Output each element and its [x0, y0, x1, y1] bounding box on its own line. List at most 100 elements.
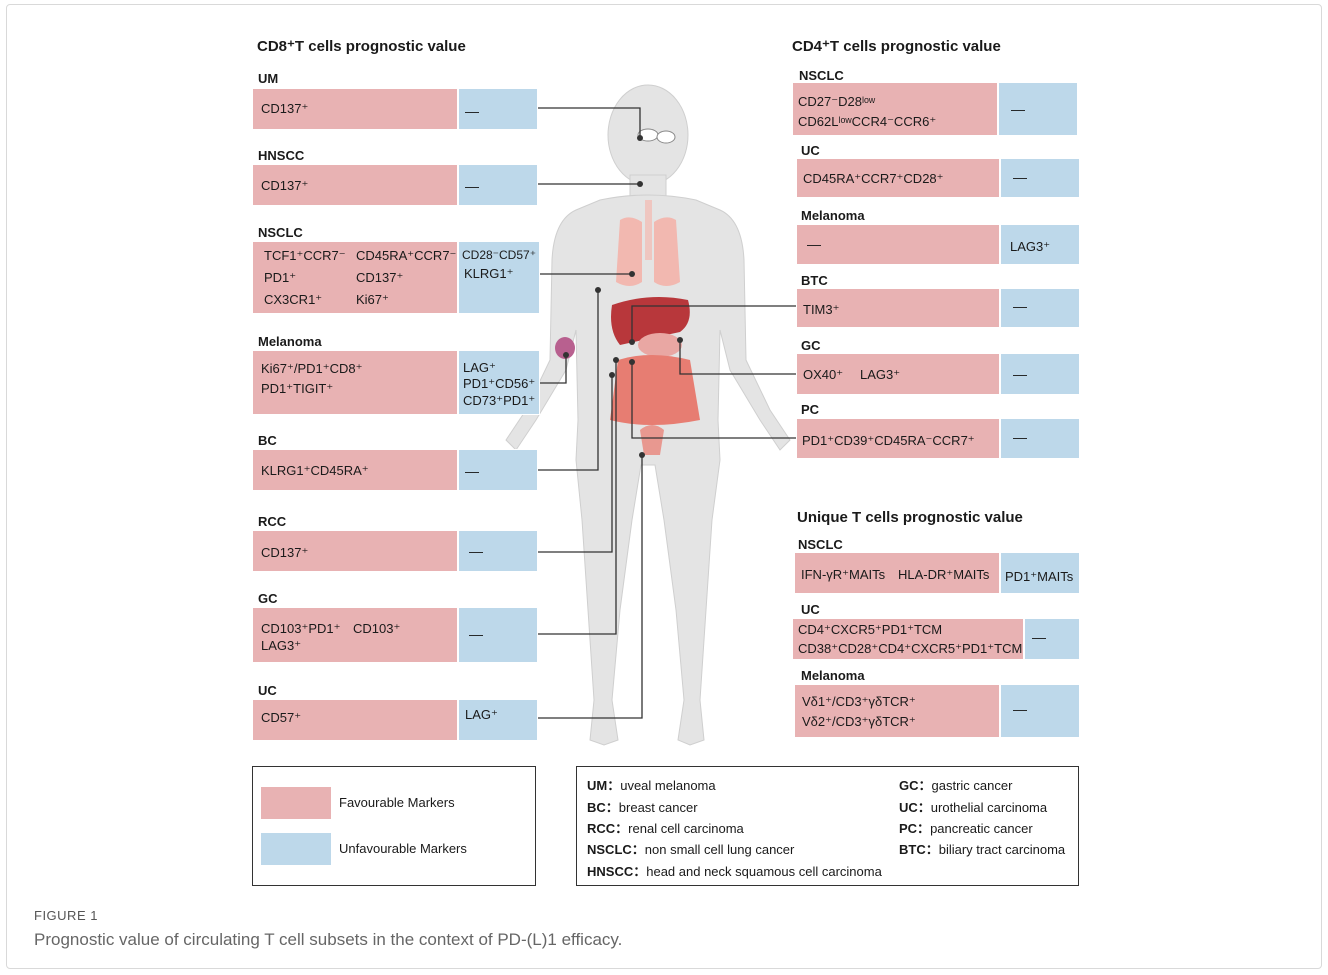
unfavourable-box: —	[1000, 353, 1080, 395]
favourable-box: CD4⁺CXCR5⁺PD1⁺TCM CD38⁺CD28⁺CD4⁺CXCR5⁺PD…	[792, 618, 1024, 660]
marker-text: CD28⁻CD57⁺	[462, 248, 536, 262]
marker-text: —	[465, 103, 479, 119]
marker-text: —	[1013, 298, 1027, 314]
cd8-cancer-label: NSCLC	[258, 225, 303, 240]
marker-text: TIM3⁺	[803, 302, 839, 318]
marker-text: CD103⁺PD1⁺	[261, 621, 340, 637]
marker-text: CD103⁺	[353, 621, 400, 637]
unfavourable-box: LAG⁺ PD1⁺CD56⁺ CD73⁺PD1⁺	[458, 350, 540, 415]
unique-cancer-label: NSCLC	[798, 537, 843, 552]
unfavourable-box: —	[1000, 158, 1080, 198]
favourable-box: TCF1⁺CCR7⁻ CD45RA⁺CCR7⁻ PD1⁺ CD137⁺ CX3C…	[252, 241, 458, 314]
unfavourable-box: —	[458, 449, 538, 491]
abbreviation-item: HNSCC：head and neck squamous cell carcin…	[587, 861, 882, 880]
favourable-box: PD1⁺CD39⁺CD45RA⁻CCR7⁺	[796, 418, 1000, 459]
favourable-box: CD137⁺	[252, 530, 458, 572]
favourable-box: KLRG1⁺CD45RA⁺	[252, 449, 458, 491]
cd4-cancer-label: UC	[801, 143, 820, 158]
marker-text: CD27⁻D28ˡᵒʷ	[798, 94, 875, 110]
cd8-cancer-label: RCC	[258, 514, 286, 529]
abbreviation-item: NSCLC：non small cell lung cancer	[587, 839, 794, 858]
marker-text: LAG⁺	[465, 707, 498, 723]
favourable-box: CD27⁻D28ˡᵒʷ CD62LˡᵒʷCCR4⁻CCR6⁺	[792, 82, 998, 136]
marker-text: CD45RA⁺CCR7⁺CD28⁺	[803, 171, 944, 187]
marker-text: —	[469, 543, 483, 559]
marker-text: PD1⁺TIGIT⁺	[261, 381, 333, 397]
marker-text: CD137⁺	[356, 270, 403, 286]
unique-section-title: Unique T cells prognostic value	[797, 509, 1023, 526]
unfavourable-box: —	[1000, 418, 1080, 459]
unique-cancer-label: Melanoma	[801, 668, 865, 683]
favourable-box: CD103⁺PD1⁺ CD103⁺ LAG3⁺	[252, 607, 458, 663]
abbreviation-item: PC：pancreatic cancer	[899, 818, 1033, 837]
marker-text: KLRG1⁺CD45RA⁺	[261, 463, 369, 479]
marker-text: CX3CR1⁺	[264, 292, 322, 308]
marker-text: CD137⁺	[261, 545, 308, 561]
marker-text: CD57⁺	[261, 710, 301, 726]
legend: Favourable Markers Unfavourable Markers	[252, 766, 536, 886]
unfavourable-box: LAG3⁺	[1000, 224, 1080, 265]
favourable-swatch	[261, 787, 331, 819]
unfavourable-box: —	[1024, 618, 1080, 660]
marker-text: PD1⁺CD56⁺	[463, 376, 535, 392]
cd8-section-title: CD8⁺T cells prognostic value	[257, 37, 466, 55]
marker-text: Vδ1⁺/CD3⁺γδTCR⁺	[802, 694, 916, 710]
cd4-cancer-label: PC	[801, 402, 819, 417]
marker-text: KLRG1⁺	[464, 266, 514, 282]
marker-text: —	[1013, 429, 1027, 445]
marker-text: CD62LˡᵒʷCCR4⁻CCR6⁺	[798, 114, 936, 130]
favourable-box: CD137⁺	[252, 88, 458, 130]
unfavourable-box: CD28⁻CD57⁺ KLRG1⁺	[458, 241, 540, 314]
marker-text: —	[1013, 701, 1027, 717]
abbreviation-box: UM：uveal melanoma BC：breast cancer RCC：r…	[576, 766, 1079, 886]
marker-text: CD73⁺PD1⁺	[463, 393, 535, 409]
cd8-cancer-label: UM	[258, 71, 278, 86]
cd8-cancer-label: BC	[258, 433, 277, 448]
abbreviation-item: BTC：biliary tract carcinoma	[899, 839, 1065, 858]
unfavourable-box: —	[998, 82, 1078, 136]
favourable-box: Ki67⁺/PD1⁺CD8⁺ PD1⁺TIGIT⁺	[252, 350, 458, 415]
favourable-box: CD45RA⁺CCR7⁺CD28⁺	[796, 158, 1000, 198]
unfavourable-box: PD1⁺MAITs	[1000, 552, 1080, 594]
abbreviation-item: GC：gastric cancer	[899, 775, 1012, 794]
unfavourable-legend-label: Unfavourable Markers	[339, 841, 467, 856]
abbreviation-item: BC：breast cancer	[587, 797, 698, 816]
marker-text: PD1⁺CD39⁺CD45RA⁻CCR7⁺	[802, 433, 975, 449]
unfavourable-box: —	[458, 607, 538, 663]
favourable-box: CD57⁺	[252, 699, 458, 741]
marker-text: OX40⁺	[803, 367, 843, 383]
favourable-box: IFN-γR⁺MAITs HLA-DR⁺MAITs	[794, 552, 1000, 594]
marker-text: CD137⁺	[261, 101, 308, 117]
marker-text: —	[1011, 101, 1025, 117]
marker-text: LAG3⁺	[860, 367, 900, 383]
favourable-box: CD137⁺	[252, 164, 458, 206]
marker-text: CD45RA⁺CCR7⁻	[356, 248, 456, 264]
marker-text: IFN-γR⁺MAITs	[801, 567, 885, 583]
unfavourable-box: —	[458, 88, 538, 130]
cd8-cancer-label: UC	[258, 683, 277, 698]
favourable-box: OX40⁺ LAG3⁺	[796, 353, 1000, 395]
favourable-box: Vδ1⁺/CD3⁺γδTCR⁺ Vδ2⁺/CD3⁺γδTCR⁺	[794, 684, 1000, 738]
marker-text: CD137⁺	[261, 178, 308, 194]
cd8-cancer-label: HNSCC	[258, 148, 304, 163]
favourable-box: TIM3⁺	[796, 288, 1000, 328]
marker-text: —	[807, 236, 821, 252]
cd8-cancer-label: Melanoma	[258, 334, 322, 349]
marker-text: HLA-DR⁺MAITs	[898, 567, 989, 583]
unfavourable-swatch	[261, 833, 331, 865]
marker-text: LAG3⁺	[1010, 239, 1050, 255]
marker-text: —	[1013, 366, 1027, 382]
unfavourable-box: —	[458, 164, 538, 206]
favourable-box: —	[796, 224, 1000, 265]
marker-text: PD1⁺	[264, 270, 296, 286]
marker-text: —	[465, 178, 479, 194]
cd8-cancer-label: GC	[258, 591, 278, 606]
marker-text: CD4⁺CXCR5⁺PD1⁺TCM	[798, 622, 942, 638]
marker-text: —	[469, 626, 483, 642]
favourable-legend-label: Favourable Markers	[339, 795, 455, 810]
marker-text: Ki67⁺	[356, 292, 389, 308]
marker-text: PD1⁺MAITs	[1005, 569, 1073, 585]
unfavourable-box: —	[1000, 288, 1080, 328]
unfavourable-box: —	[1000, 684, 1080, 738]
cd4-cancer-label: NSCLC	[799, 68, 844, 83]
